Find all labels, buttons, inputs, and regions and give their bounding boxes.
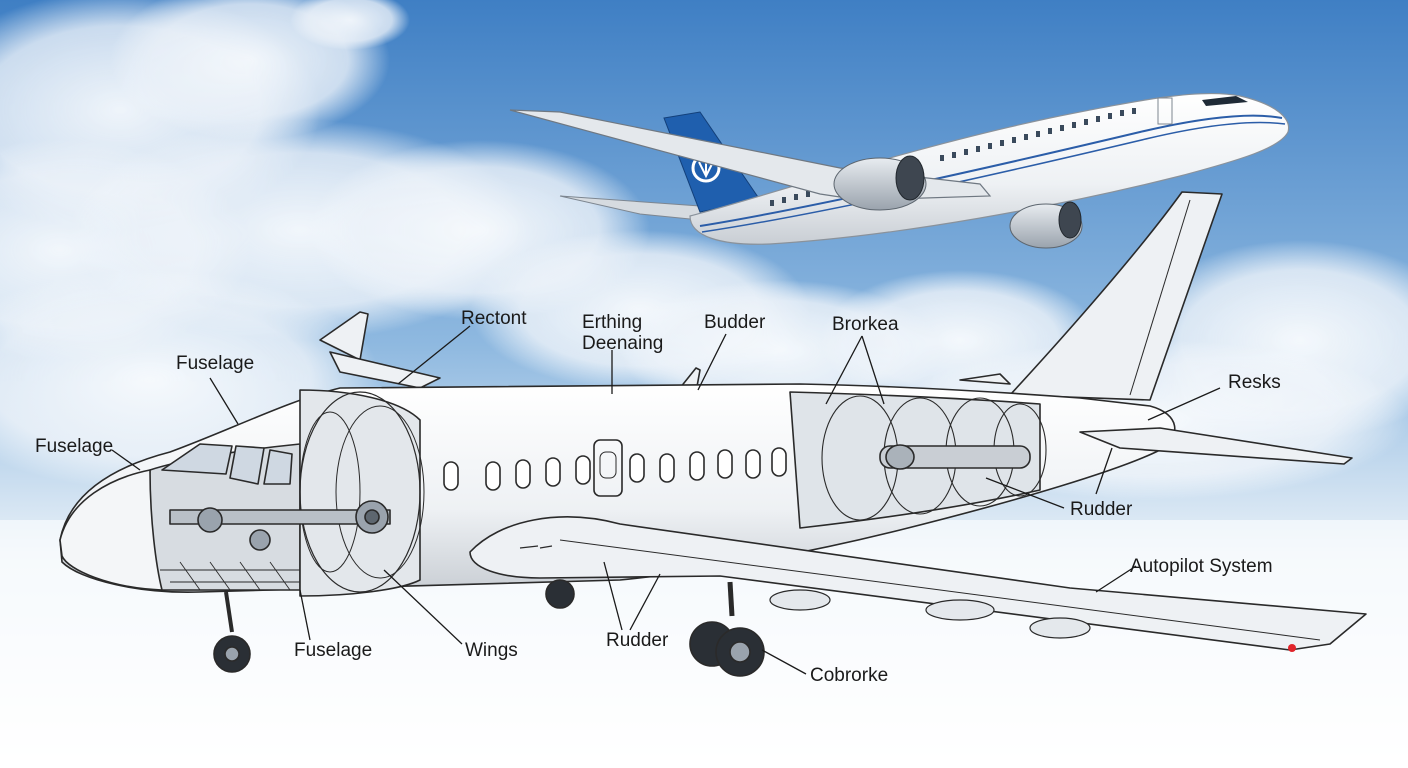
flying-airliner (509, 92, 1290, 249)
label-fuselage-left: Fuselage (35, 436, 114, 457)
nav-light (1288, 644, 1296, 652)
label-fuselage-top: Fuselage (176, 353, 255, 374)
main-landing-gear (545, 579, 765, 677)
cockpit-window (161, 443, 233, 475)
label-autopilot: Autopilot System (1130, 556, 1273, 577)
nose-landing-gear (213, 591, 251, 673)
label-erthing: Erthing Deenaing (582, 312, 664, 354)
passenger-windows (443, 447, 787, 491)
cutaway-airliner (59, 191, 1367, 677)
horizontal-stabilizer (1079, 427, 1353, 465)
label-rudder-bottom: Rudder (606, 630, 669, 651)
engine-2 (1009, 201, 1083, 249)
cabin-door (593, 439, 623, 497)
label-rudder-right: Rudder (1070, 499, 1133, 520)
label-budder: Budder (704, 312, 766, 333)
vertical-stabilizer (1009, 191, 1223, 401)
nose-cone (59, 469, 163, 591)
label-rectont: Rectont (461, 308, 527, 329)
label-fuselage-bottom: Fuselage (294, 640, 373, 661)
label-brorkea: Brorkea (832, 314, 899, 335)
leader-lines (111, 325, 1221, 675)
label-resks: Resks (1228, 372, 1281, 393)
label-cobrorke: Cobrorke (810, 665, 889, 686)
engine-1 (833, 155, 927, 211)
label-wings: Wings (465, 640, 518, 661)
